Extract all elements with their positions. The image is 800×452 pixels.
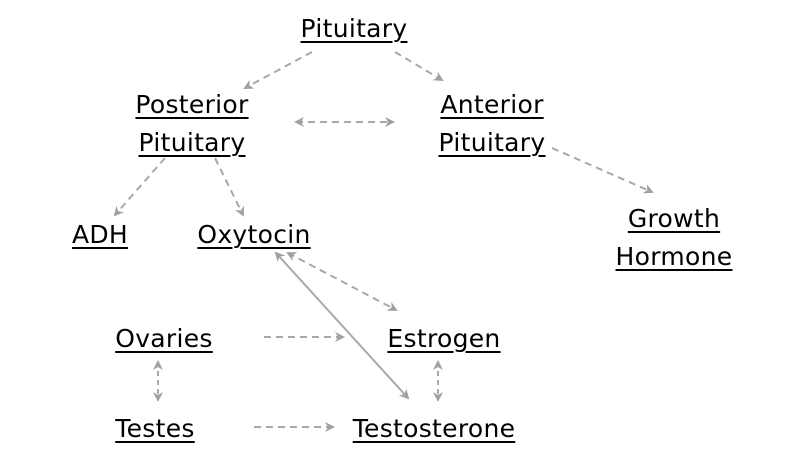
node-testes: Testes [100, 410, 210, 448]
arrow-oxytocin-estrogen [286, 252, 398, 311]
node-testosterone: Testosterone [336, 410, 532, 448]
node-estrogen-label: Estrogen [387, 324, 501, 353]
node-estrogen: Estrogen [374, 320, 514, 358]
node-growth-line1: Growth [627, 204, 721, 233]
node-posterior-line1: Posterior [135, 90, 249, 119]
node-anterior-line1: Anterior [440, 90, 544, 119]
node-pituitary-label: Pituitary [300, 14, 408, 43]
node-oxytocin-label: Oxytocin [197, 220, 311, 249]
node-posterior-pituitary: Posterior Pituitary [122, 86, 262, 162]
node-ovaries: Ovaries [104, 320, 224, 358]
node-adh: ADH [62, 216, 138, 254]
node-oxytocin: Oxytocin [186, 216, 322, 254]
arrow-pituitary-anterior [394, 51, 444, 82]
node-anterior-pituitary: Anterior Pituitary [424, 86, 560, 162]
node-testosterone-label: Testosterone [352, 414, 516, 443]
node-pituitary: Pituitary [294, 10, 414, 48]
arrow-posterior-oxytocin [214, 157, 244, 217]
arrow-pituitary-posterior [243, 51, 313, 89]
node-growth-line2: Hormone [615, 242, 733, 271]
node-testes-label: Testes [115, 414, 195, 443]
arrow-oxytocin-testosterone [274, 251, 410, 400]
arrow-posterior-adh [113, 157, 166, 217]
arrow-anterior-growth [551, 147, 654, 194]
node-ovaries-label: Ovaries [115, 324, 213, 353]
node-adh-label: ADH [71, 220, 129, 249]
node-anterior-line2: Pituitary [438, 128, 546, 157]
node-growth-hormone: Growth Hormone [604, 200, 744, 276]
node-posterior-line2: Pituitary [138, 128, 246, 157]
